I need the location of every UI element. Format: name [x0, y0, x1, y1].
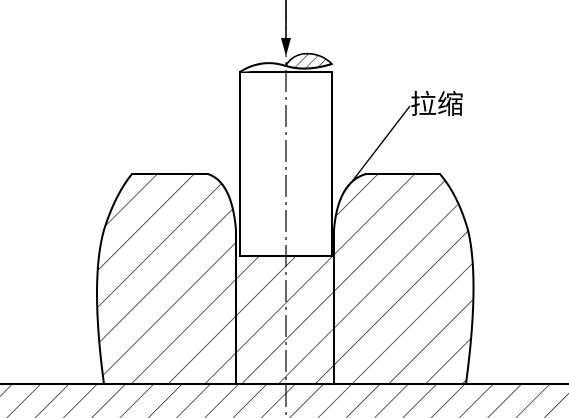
punch-break-hatch: [284, 52, 334, 70]
workpiece-core: [236, 256, 334, 384]
workpiece-section: [96, 173, 237, 385]
ground-base: [0, 383, 569, 418]
workpiece: [96, 173, 475, 385]
force-arrow: [281, 0, 291, 56]
annotation-leader: [343, 105, 411, 193]
annotation-label: 拉缩: [410, 90, 464, 121]
workpiece-section-right: [333, 173, 475, 385]
